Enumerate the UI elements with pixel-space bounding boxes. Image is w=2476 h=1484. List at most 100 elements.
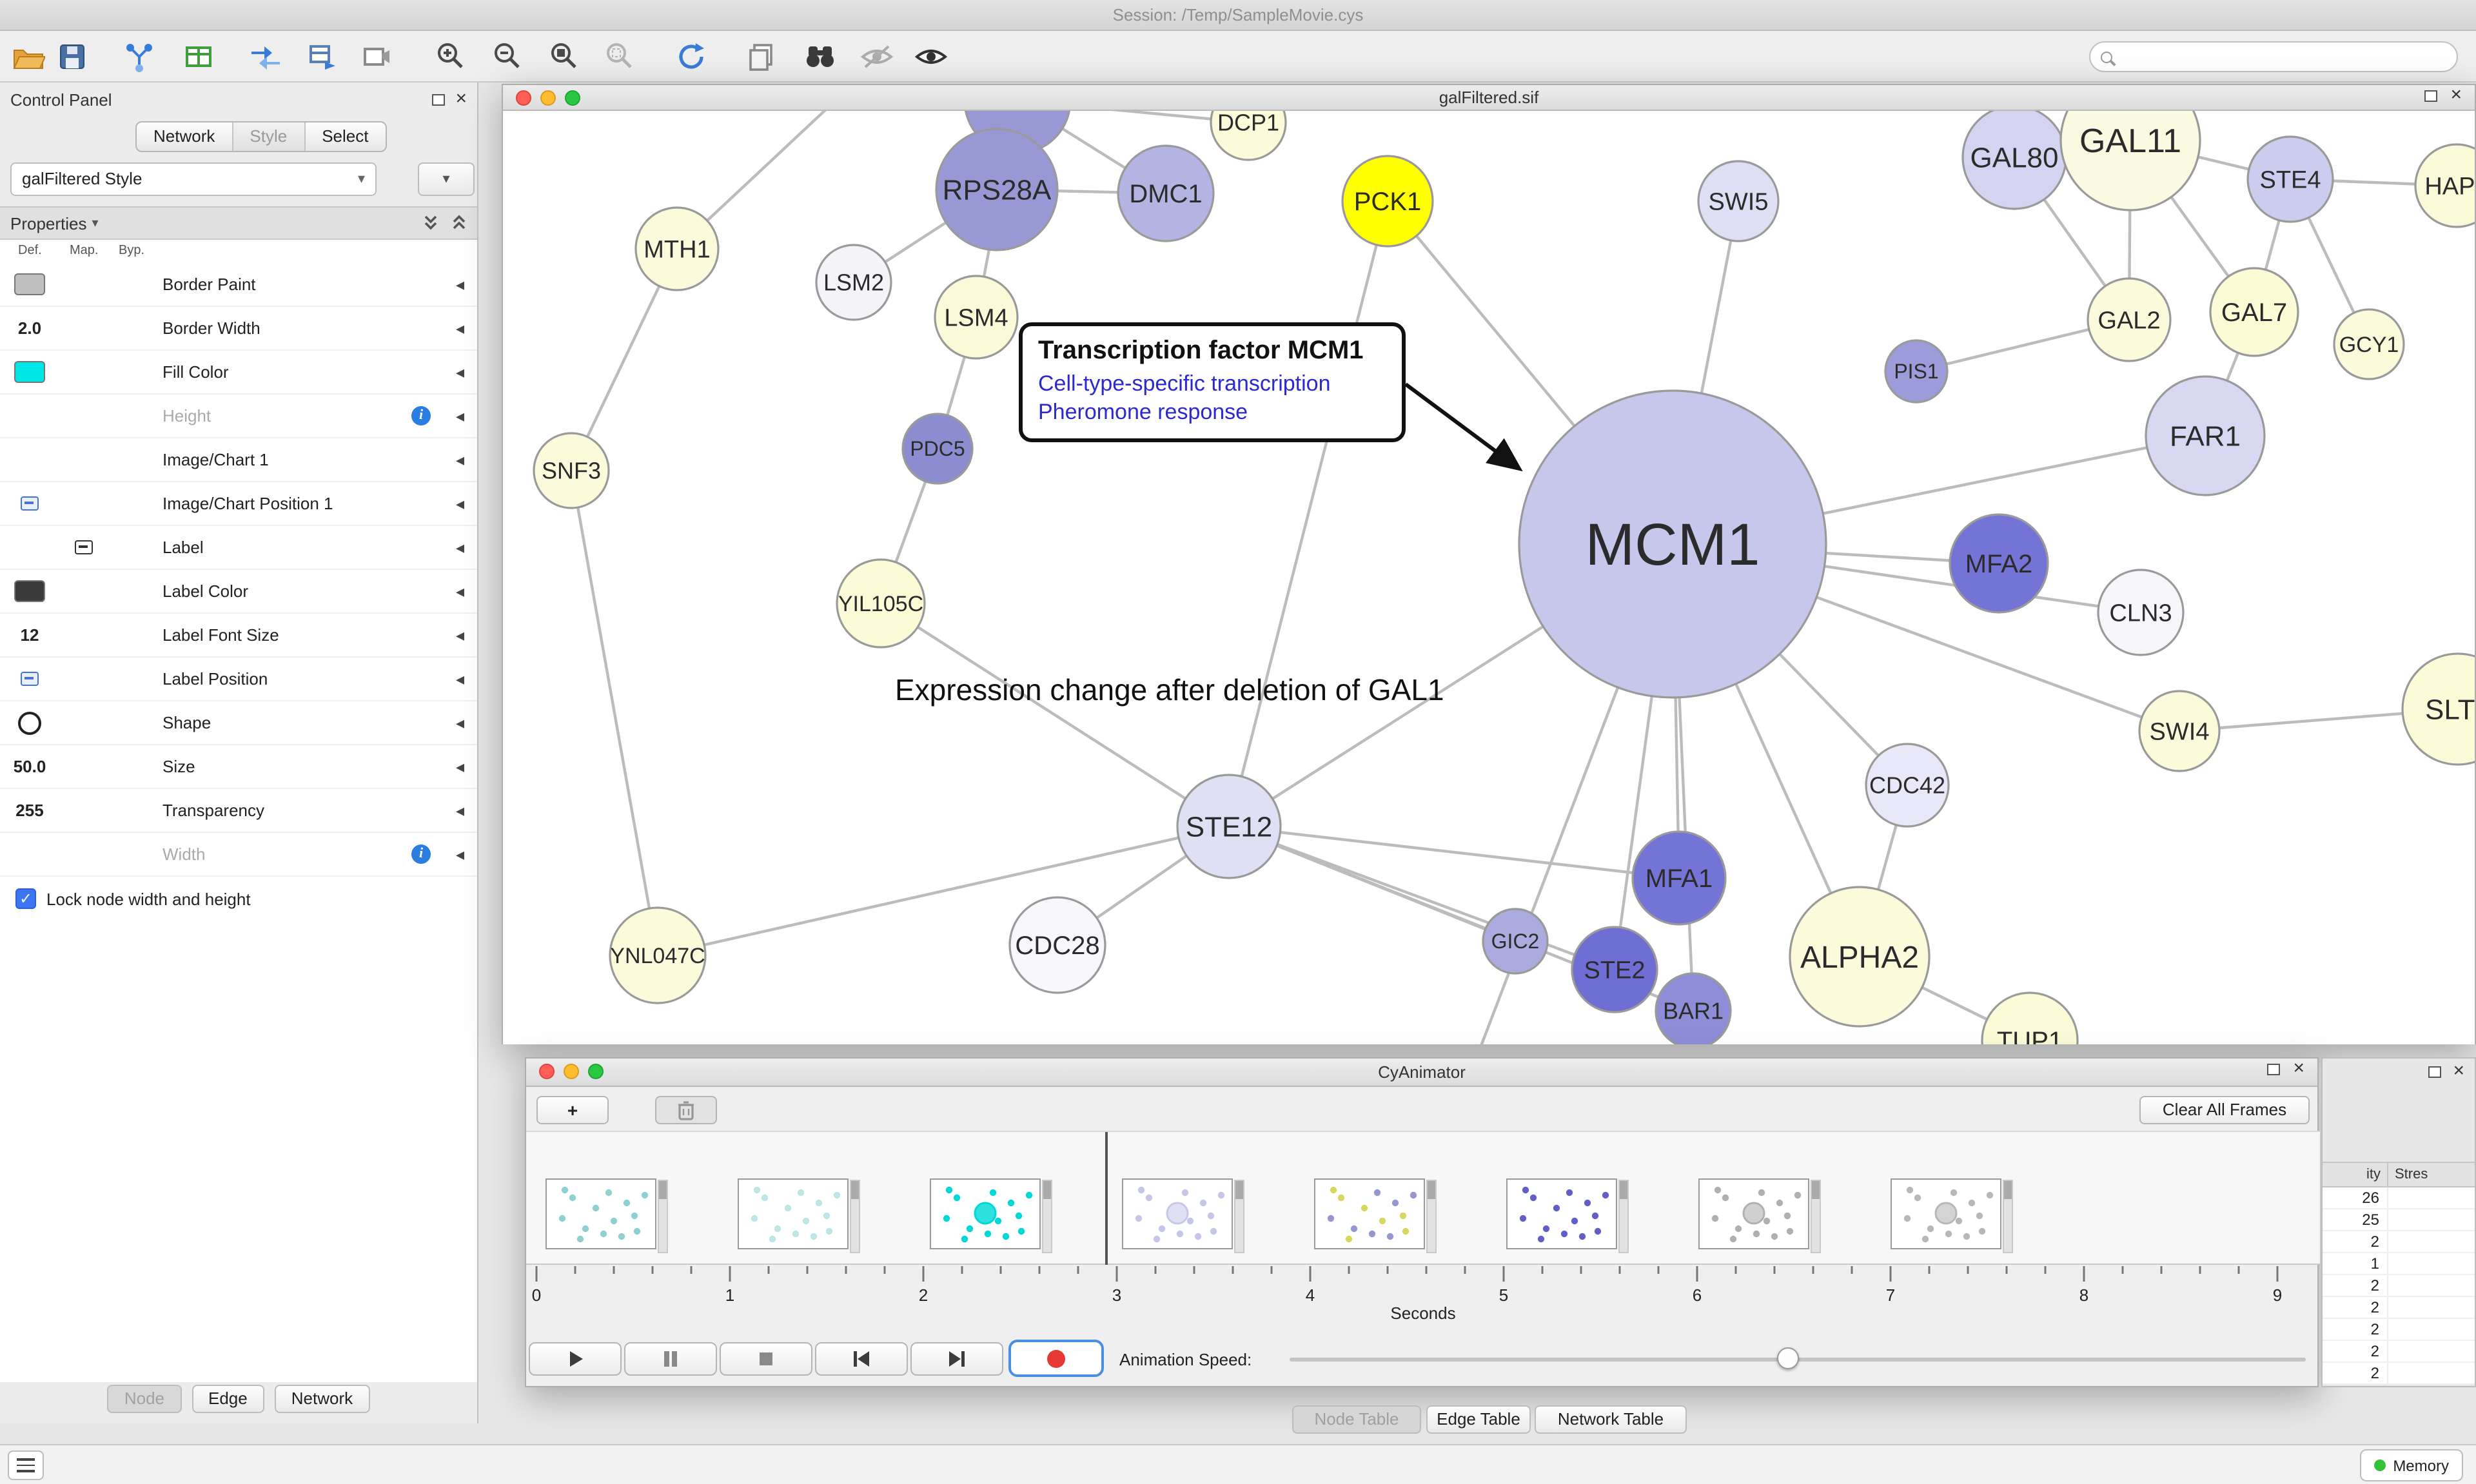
expand-arrow-icon[interactable]: ◂: [456, 800, 464, 821]
edge-snf3-ynl047c[interactable]: [571, 471, 658, 955]
frame-thumbnail-5[interactable]: [1506, 1178, 1617, 1249]
frame-thumbnail-1[interactable]: [738, 1178, 849, 1249]
pause-button[interactable]: [624, 1342, 717, 1376]
node-rps28a[interactable]: RPS28A: [936, 129, 1057, 250]
node-ste12[interactable]: STE12: [1177, 775, 1281, 878]
expand-all-icon[interactable]: [451, 214, 467, 232]
property-row-label-color[interactable]: Label Color◂: [0, 570, 477, 614]
close-panel-icon[interactable]: ×: [455, 93, 467, 106]
property-row-width[interactable]: Widthi◂: [0, 833, 477, 877]
float-panel-icon[interactable]: [2428, 1066, 2441, 1077]
zoom-window-button[interactable]: [588, 1064, 604, 1079]
frame-thumbnail-4[interactable]: [1314, 1178, 1425, 1249]
tab-network[interactable]: Network: [137, 122, 233, 151]
close-view-icon[interactable]: ×: [2293, 1062, 2304, 1075]
property-row-border-paint[interactable]: Border Paint◂: [0, 263, 477, 307]
show-all-icon[interactable]: [913, 40, 949, 73]
node-tup1[interactable]: TUP1: [1982, 993, 2078, 1044]
frame-thumbnail-2[interactable]: [930, 1178, 1041, 1249]
table-row[interactable]: 2: [2323, 1275, 2476, 1297]
tab-network-table[interactable]: Network Table: [1535, 1405, 1687, 1434]
minimize-window-button[interactable]: [540, 90, 556, 106]
save-session-icon[interactable]: [54, 40, 90, 73]
hide-selected-icon[interactable]: [859, 40, 895, 73]
expand-arrow-icon[interactable]: ◂: [456, 493, 464, 514]
copy-view-icon[interactable]: [743, 40, 779, 73]
node-swi4[interactable]: SWI4: [2139, 691, 2219, 771]
tab-node-table[interactable]: Node Table: [1292, 1405, 1421, 1434]
node-pdc5[interactable]: PDC5: [903, 414, 972, 483]
color-swatch[interactable]: [14, 361, 45, 383]
node-gal80[interactable]: GAL80: [1963, 111, 2066, 209]
expand-arrow-icon[interactable]: ◂: [456, 756, 464, 777]
import-network-icon[interactable]: [121, 40, 157, 73]
timeline[interactable]: [526, 1131, 2320, 1265]
mapping-icon[interactable]: [75, 540, 93, 554]
property-row-height[interactable]: Heighti◂: [0, 395, 477, 438]
property-row-size[interactable]: 50.0Size◂: [0, 745, 477, 789]
mcm1-annotation-box[interactable]: Transcription factor MCM1 Cell-type-spec…: [1019, 322, 1406, 442]
task-history-button[interactable]: [8, 1450, 44, 1480]
node-gic2[interactable]: GIC2: [1483, 909, 1548, 973]
annotation-link-2[interactable]: Pheromone response: [1038, 400, 1386, 425]
tab-edge-table[interactable]: Edge Table: [1426, 1405, 1531, 1434]
column-header-centrality[interactable]: ity: [2323, 1163, 2388, 1186]
tab-select[interactable]: Select: [305, 122, 385, 151]
node-cdc28[interactable]: CDC28: [1010, 897, 1105, 993]
table-row[interactable]: 2: [2323, 1319, 2476, 1341]
position-icon[interactable]: [21, 496, 39, 511]
expand-arrow-icon[interactable]: ◂: [456, 537, 464, 558]
expand-arrow-icon[interactable]: ◂: [456, 405, 464, 426]
node-yil105c[interactable]: YIL105C: [837, 560, 925, 647]
column-header-stress[interactable]: Stres: [2388, 1163, 2476, 1186]
expand-arrow-icon[interactable]: ◂: [456, 669, 464, 689]
float-window-icon[interactable]: [2424, 90, 2437, 101]
stop-button[interactable]: [720, 1342, 812, 1376]
properties-section-header[interactable]: Properties ▾: [0, 206, 477, 240]
style-options-button[interactable]: ▾: [418, 162, 475, 196]
node-ynl047c[interactable]: YNL047C: [610, 908, 705, 1003]
import-table-icon[interactable]: [181, 40, 217, 73]
edge-ste12-ynl047c[interactable]: [658, 826, 1229, 955]
global-search-field[interactable]: [2089, 41, 2458, 72]
float-panel-icon[interactable]: [432, 93, 445, 105]
zoom-in-icon[interactable]: [433, 40, 469, 73]
node-mfa2[interactable]: MFA2: [1950, 514, 2048, 612]
node-alpha2[interactable]: ALPHA2: [1790, 887, 1929, 1026]
node-pis1[interactable]: PIS1: [1885, 340, 1947, 402]
frame-thumbnail-6[interactable]: [1698, 1178, 1809, 1249]
node-slt2[interactable]: SLT2: [2402, 654, 2475, 765]
node-mcm1[interactable]: MCM1: [1519, 391, 1826, 698]
zoom-fit-icon[interactable]: [547, 40, 583, 73]
expand-arrow-icon[interactable]: ◂: [456, 318, 464, 338]
network-window-titlebar[interactable]: galFiltered.sif ×: [503, 85, 2475, 111]
expand-arrow-icon[interactable]: ◂: [456, 274, 464, 295]
skip-start-button[interactable]: [815, 1342, 908, 1376]
edge-pck1-ste12[interactable]: [1229, 201, 1388, 826]
table-row[interactable]: 2: [2323, 1231, 2476, 1253]
speed-slider-handle[interactable]: [1777, 1347, 1799, 1369]
property-row-shape[interactable]: Shape◂: [0, 701, 477, 745]
table-row[interactable]: 26: [2323, 1187, 2476, 1209]
property-row-image-chart-position-1[interactable]: Image/Chart Position 1◂: [0, 482, 477, 526]
property-row-label-font-size[interactable]: 12Label Font Size◂: [0, 614, 477, 658]
node-gcy1[interactable]: GCY1: [2334, 309, 2404, 379]
node-lsm4[interactable]: LSM4: [935, 276, 1017, 358]
zoom-selected-icon[interactable]: [602, 40, 638, 73]
color-swatch[interactable]: [14, 273, 45, 295]
close-panel-icon[interactable]: ×: [2453, 1065, 2464, 1078]
search-input[interactable]: [2120, 48, 2446, 66]
node-far1[interactable]: FAR1: [2146, 376, 2265, 495]
table-row[interactable]: 2: [2323, 1297, 2476, 1319]
cyanimator-titlebar[interactable]: CyAnimator ×: [526, 1059, 2317, 1087]
checkbox-checked-icon[interactable]: ✓: [15, 888, 36, 909]
property-row-border-width[interactable]: 2.0Border Width◂: [0, 307, 477, 351]
annotation-link-1[interactable]: Cell-type-specific transcription: [1038, 371, 1386, 397]
memory-button[interactable]: Memory: [2359, 1449, 2463, 1481]
node-gal7[interactable]: GAL7: [2210, 268, 2298, 356]
close-window-button[interactable]: [539, 1064, 555, 1079]
position-icon[interactable]: [21, 672, 39, 686]
node-gal2[interactable]: GAL2: [2088, 278, 2170, 361]
node-gal11[interactable]: GAL11: [2061, 111, 2200, 210]
record-button[interactable]: [1008, 1340, 1104, 1377]
